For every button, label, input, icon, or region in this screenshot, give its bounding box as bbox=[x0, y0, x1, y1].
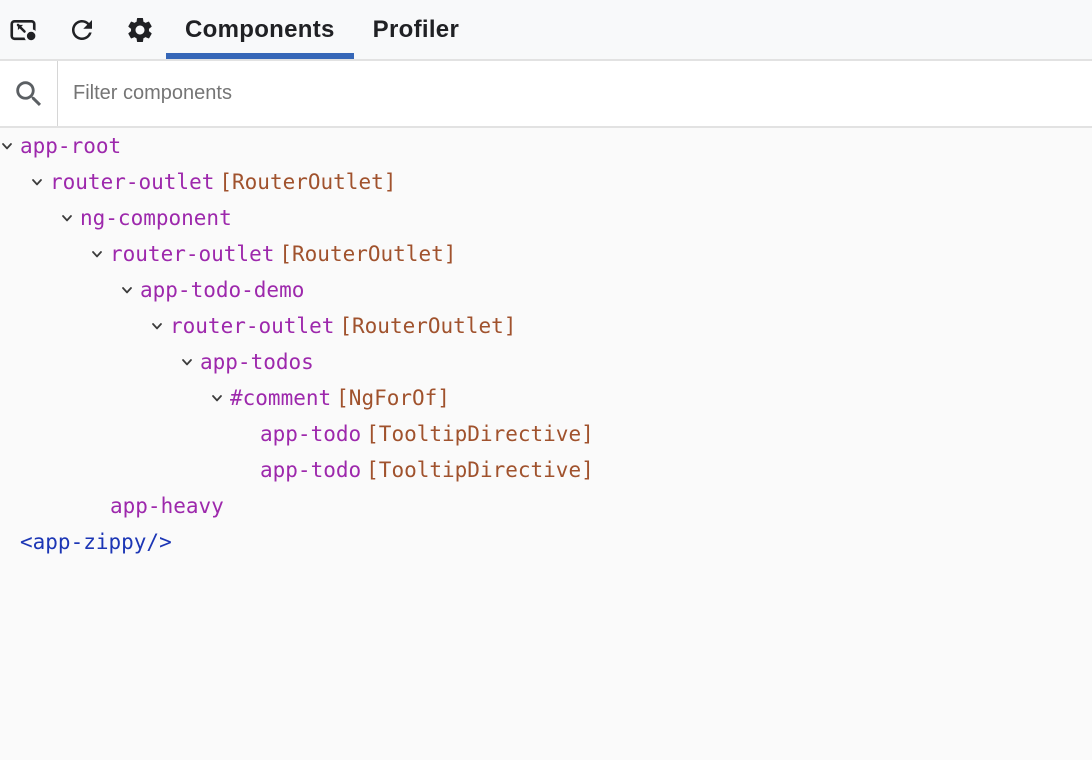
chevron-down-icon[interactable] bbox=[150, 319, 170, 333]
node-name: router-outlet bbox=[110, 242, 275, 266]
search-icon bbox=[15, 80, 41, 106]
chevron-down-icon[interactable] bbox=[90, 247, 110, 261]
chevron-down-icon bbox=[32, 179, 42, 186]
node-directives: [NgForOf] bbox=[336, 386, 450, 410]
node-name: app-todo bbox=[260, 458, 362, 482]
chevron-down-icon bbox=[62, 215, 72, 222]
inspect-element-button[interactable] bbox=[7, 0, 39, 59]
node-directives: [RouterOutlet] bbox=[339, 314, 517, 338]
node-directives: [RouterOutlet] bbox=[279, 242, 457, 266]
chevron-down-icon bbox=[182, 359, 192, 366]
chevron-down-icon[interactable] bbox=[180, 355, 200, 369]
tree-node[interactable]: <app-zippy/> bbox=[0, 524, 1092, 560]
node-directives: [RouterOutlet] bbox=[219, 170, 397, 194]
tree-node[interactable]: router-outlet[RouterOutlet] bbox=[0, 236, 1092, 272]
inspect-element-icon bbox=[10, 19, 38, 43]
chevron-down-icon[interactable] bbox=[120, 283, 140, 297]
tab-bar: Components Profiler bbox=[166, 0, 478, 59]
node-name: router-outlet bbox=[170, 314, 335, 338]
node-name: <app-zippy/> bbox=[20, 530, 172, 554]
filter-input[interactable] bbox=[58, 61, 1092, 126]
tree-node[interactable]: #comment[NgForOf] bbox=[0, 380, 1092, 416]
toolbar: Components Profiler bbox=[0, 0, 1092, 61]
tab-profiler-label: Profiler bbox=[372, 15, 460, 43]
chevron-down-icon bbox=[2, 143, 12, 150]
node-name: #comment bbox=[230, 386, 332, 410]
node-name: ng-component bbox=[80, 206, 232, 230]
node-directives: [TooltipDirective] bbox=[366, 422, 594, 446]
tree-node[interactable]: app-todos bbox=[0, 344, 1092, 380]
refresh-button[interactable] bbox=[66, 0, 98, 59]
chevron-down-icon[interactable] bbox=[210, 391, 230, 405]
chevron-down-icon[interactable] bbox=[30, 175, 50, 189]
chevron-down-icon bbox=[152, 323, 162, 330]
node-name: app-root bbox=[20, 134, 122, 158]
tree-node[interactable]: app-todo[TooltipDirective] bbox=[0, 416, 1092, 452]
tree-node[interactable]: app-todo-demo bbox=[0, 272, 1092, 308]
chevron-down-icon[interactable] bbox=[60, 211, 80, 225]
tab-components-label: Components bbox=[185, 15, 335, 43]
chevron-down-icon bbox=[92, 251, 102, 258]
settings-button[interactable] bbox=[124, 0, 156, 59]
active-tab-indicator bbox=[166, 53, 354, 59]
tab-components[interactable]: Components bbox=[166, 0, 354, 59]
settings-icon bbox=[128, 17, 152, 42]
tab-profiler[interactable]: Profiler bbox=[354, 0, 478, 59]
tree-node[interactable]: app-heavy bbox=[0, 488, 1092, 524]
node-name: router-outlet bbox=[50, 170, 215, 194]
node-directives: [TooltipDirective] bbox=[366, 458, 594, 482]
node-name: app-heavy bbox=[110, 494, 224, 518]
search-icon-box bbox=[0, 61, 58, 126]
tree-node[interactable]: router-outlet[RouterOutlet] bbox=[0, 308, 1092, 344]
chevron-down-icon bbox=[122, 287, 132, 294]
tree-node[interactable]: router-outlet[RouterOutlet] bbox=[0, 164, 1092, 200]
tree-node[interactable]: ng-component bbox=[0, 200, 1092, 236]
refresh-icon bbox=[71, 19, 92, 40]
tree-node[interactable]: app-todo[TooltipDirective] bbox=[0, 452, 1092, 488]
node-name: app-todo bbox=[260, 422, 362, 446]
chevron-down-icon[interactable] bbox=[0, 139, 20, 153]
node-name: app-todos bbox=[200, 350, 314, 374]
node-name: app-todo-demo bbox=[140, 278, 305, 302]
chevron-down-icon bbox=[212, 395, 222, 402]
filter-bar bbox=[0, 61, 1092, 128]
tree-node[interactable]: app-root bbox=[0, 128, 1092, 164]
